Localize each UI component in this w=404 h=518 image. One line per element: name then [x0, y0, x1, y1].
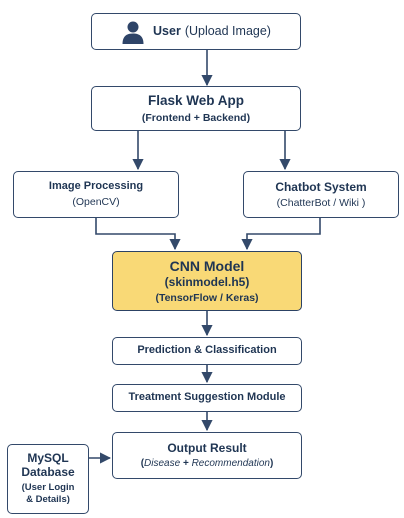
user-subtitle: (Upload Image)	[184, 24, 271, 38]
database-title-line2: Database	[21, 465, 75, 480]
cnn-framework: (TensorFlow / Keras)	[155, 291, 259, 304]
arrow-chatbot-to-cnn	[241, 218, 321, 251]
output-subtitle: (Disease + Recommendation)	[141, 458, 274, 470]
cnn-title: CNN Model	[169, 257, 245, 274]
output-paren-close: )	[269, 458, 274, 470]
prediction-classification-node: Prediction & Classification	[112, 337, 302, 365]
output-plus: +	[180, 458, 192, 470]
image-processing-title: Image Processing	[48, 180, 144, 193]
output-disease: Disease	[144, 458, 181, 470]
output-paren-open: (	[140, 458, 145, 470]
cnn-model-node: CNN Model (skinmodel.h5) (TensorFlow / K…	[112, 251, 302, 311]
output-title: Output Result	[167, 440, 247, 455]
user-node: User (Upload Image)	[91, 13, 301, 50]
chatbot-system-node: Chatbot System (ChatterBot / Wiki )	[243, 171, 399, 218]
treatment-suggestion-node: Treatment Suggestion Module	[112, 384, 302, 412]
flask-title: Flask Web App	[147, 92, 245, 108]
arrow-imageproc-to-cnn	[95, 218, 181, 251]
flask-subtitle: (Frontend + Backend)	[141, 111, 251, 124]
image-processing-subtitle: (OpenCV)	[72, 196, 120, 209]
prediction-title: Prediction & Classification	[137, 344, 277, 357]
chatbot-subtitle: (ChatterBot / Wiki )	[276, 196, 366, 209]
database-detail-line2: & Details)	[26, 493, 70, 505]
cnn-model-file: (skinmodel.h5)	[164, 275, 250, 290]
output-recommendation: Recommendation	[191, 458, 270, 470]
mysql-database-node: MySQL Database (User Login & Details)	[7, 444, 89, 514]
image-processing-node: Image Processing (OpenCV)	[13, 171, 179, 218]
user-icon	[122, 21, 144, 44]
chatbot-title: Chatbot System	[275, 179, 367, 194]
user-title: User	[153, 24, 181, 38]
output-result-node: Output Result (Disease + Recommendation)	[112, 432, 302, 479]
database-title-line1: MySQL	[27, 451, 69, 466]
flask-web-app-node: Flask Web App (Frontend + Backend)	[91, 86, 301, 131]
database-detail-line1: (User Login	[21, 481, 75, 493]
treatment-title: Treatment Suggestion Module	[128, 391, 286, 404]
